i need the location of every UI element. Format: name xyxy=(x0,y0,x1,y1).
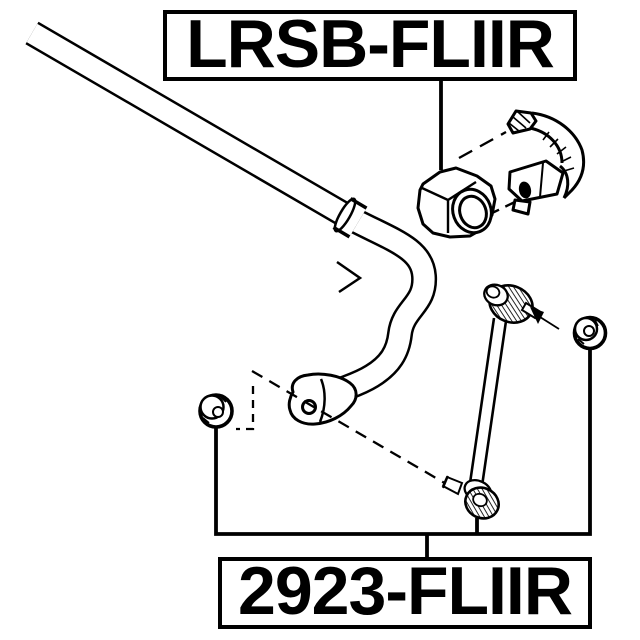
axis-bolt-through-eyelet xyxy=(251,370,449,486)
link-rod-fill xyxy=(469,318,506,493)
leader-lines xyxy=(214,81,592,559)
bar-tube-outline xyxy=(25,21,438,407)
bushing-creases xyxy=(421,180,477,233)
nut-left-facets xyxy=(202,396,227,424)
bracket-mount-plate xyxy=(507,159,565,203)
stabilizer-bar xyxy=(25,21,438,426)
part-number-label-bottom: 2923-FLIIR xyxy=(218,557,592,629)
leader-bottom-bracket xyxy=(214,349,592,536)
bracket-bolt-hole xyxy=(518,181,532,199)
bushing-bore-hole xyxy=(458,194,488,230)
nut-right-facets xyxy=(577,319,599,345)
link-lower-ball-center xyxy=(472,492,488,508)
link-lower-stud-tip xyxy=(442,475,449,489)
nut-install-arrow-line xyxy=(539,316,560,330)
nut-left-center xyxy=(212,406,224,418)
bracket-inner-lower-curve xyxy=(558,164,570,199)
axis-nut-jog xyxy=(236,386,255,431)
nut-right-center xyxy=(583,325,595,337)
flange-nut-right xyxy=(572,315,608,351)
stabilizer-link xyxy=(441,283,560,520)
bracket-inner-curve xyxy=(529,126,564,164)
link-upper-boot-ring-inner xyxy=(485,285,501,299)
axis-bushing-to-bracket-top xyxy=(458,130,507,160)
bracket-outer-curve xyxy=(531,111,586,200)
part-number-bottom-text: 2923-FLIIR xyxy=(238,553,573,629)
bar-eyelet-hole xyxy=(301,399,317,415)
bar-eyelet-crease xyxy=(318,378,326,423)
stabilizer-bushing xyxy=(416,166,497,239)
bracket-plate-crease xyxy=(539,162,544,198)
bar-tube-inner xyxy=(26,23,435,405)
bracket-foot xyxy=(511,198,532,216)
part-number-top-text: LRSB-FLIIR xyxy=(186,5,555,82)
part-number-label-top: LRSB-FLIIR xyxy=(163,10,577,81)
flange-nut-left xyxy=(198,393,234,429)
bracket-body-hatch xyxy=(542,131,575,172)
bushing-bracket xyxy=(506,109,586,216)
bracket-top-ear-hatch xyxy=(508,111,531,132)
bar-collar-face xyxy=(333,197,357,233)
link-rod-edges xyxy=(467,317,508,494)
bar-bend-crease xyxy=(336,260,363,294)
nut-install-arrowhead xyxy=(530,307,544,324)
